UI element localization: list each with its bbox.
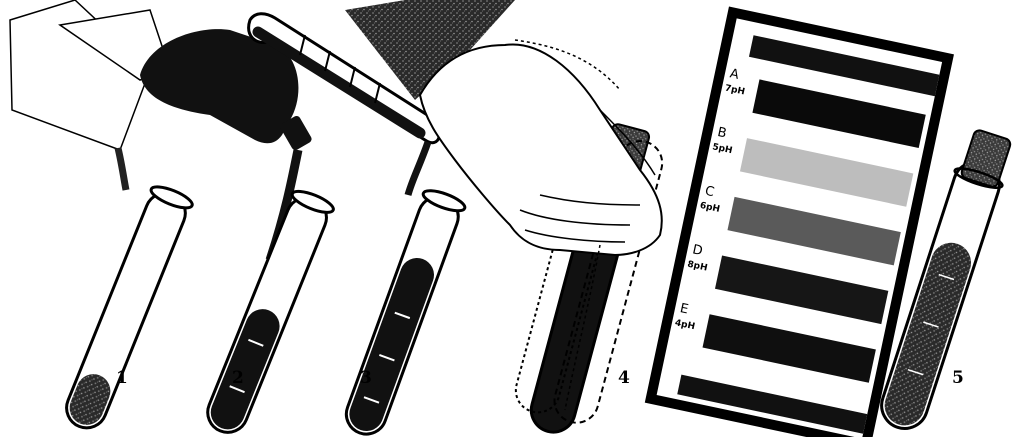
step-number-3: 3 (360, 368, 372, 388)
test-tube-3 (339, 187, 467, 437)
step-number-4: 4 (618, 368, 630, 388)
step-number-1: 1 (116, 368, 128, 388)
test-tube-2 (200, 187, 336, 437)
step-number-2: 2 (232, 368, 244, 388)
test-tube-1 (59, 183, 195, 435)
step-number-5: 5 (952, 368, 964, 388)
water-stream (408, 142, 428, 195)
soil-stream (118, 148, 126, 190)
